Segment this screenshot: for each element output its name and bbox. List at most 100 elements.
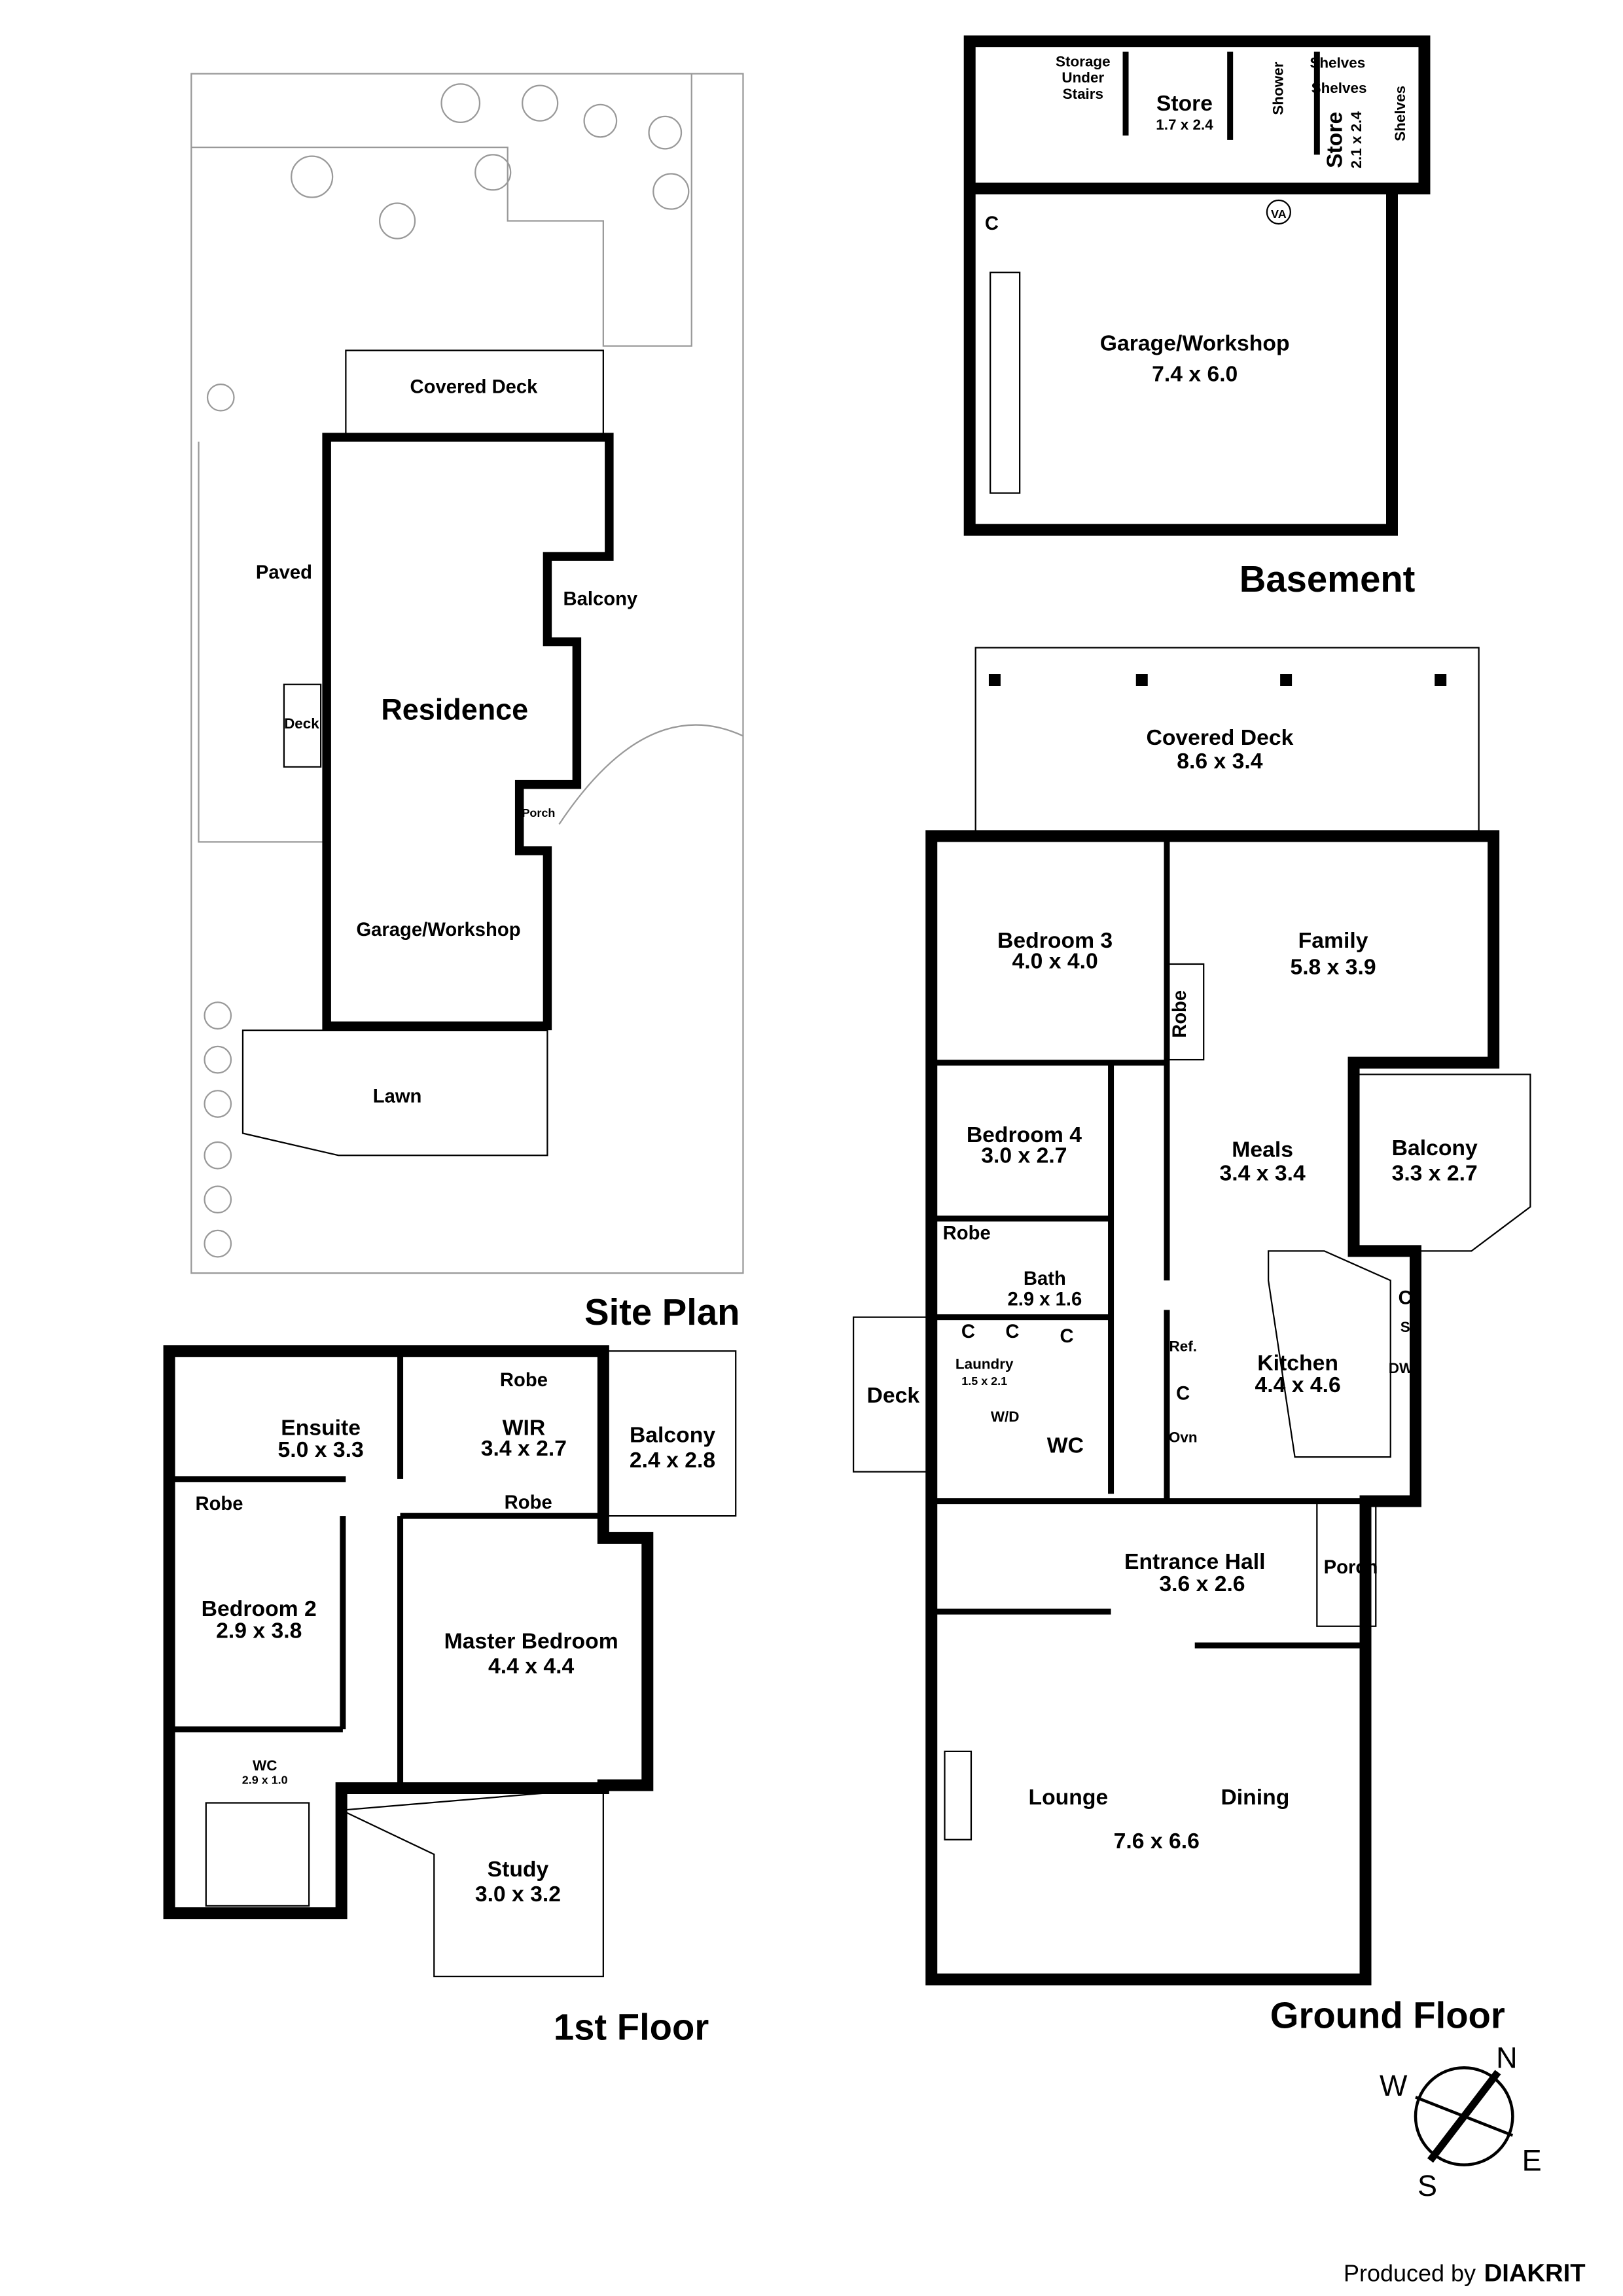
va-label: VA — [1271, 207, 1287, 221]
compass-e: E — [1522, 2144, 1542, 2178]
garage-name: Garage/Workshop — [1100, 331, 1290, 355]
dining-label: Dining — [1221, 1785, 1289, 1810]
deck-posts — [988, 674, 1447, 686]
basement-title: Basement — [1240, 558, 1416, 600]
site-garage-label: Garage/Workshop — [356, 920, 520, 941]
dishwasher-label: DW — [1389, 1360, 1414, 1376]
ensuite-name: Ensuite — [281, 1415, 361, 1440]
store1-name: Store — [1156, 91, 1213, 116]
site-plan-title: Site Plan — [584, 1291, 740, 1333]
terrace-lines — [191, 73, 692, 347]
shelves-label-1: Shelves — [1310, 55, 1365, 71]
lot-boundary — [190, 73, 744, 1274]
robe-outline — [1166, 963, 1205, 1061]
kitchen-cupboard: C — [1176, 1383, 1190, 1404]
wc-label: WC — [1047, 1433, 1084, 1458]
site-steps — [558, 724, 743, 825]
balcony-1f-name: Balcony — [630, 1423, 715, 1448]
site-deck — [283, 683, 322, 768]
storage-under-stairs-line3: Stairs — [1063, 86, 1103, 102]
bedroom4-size: 3.0 x 2.7 — [981, 1143, 1067, 1168]
wir-size: 3.4 x 2.7 — [481, 1436, 567, 1461]
compass-w: W — [1380, 2069, 1408, 2102]
shelves-label-3: Shelves — [1392, 86, 1408, 141]
store1-size: 1.7 x 2.4 — [1156, 117, 1213, 133]
bedroom2-name: Bedroom 2 — [202, 1596, 317, 1621]
lounge-dining-size: 7.6 x 6.6 — [1114, 1829, 1200, 1854]
site-porch-label: Porch — [522, 806, 555, 819]
balcony-size: 3.3 x 2.7 — [1392, 1160, 1478, 1185]
fireplace — [944, 1750, 972, 1840]
covered-deck-size: 8.6 x 3.4 — [1177, 749, 1262, 774]
deck-label: Deck — [866, 1383, 919, 1408]
wir-robe-label: Robe — [500, 1370, 548, 1391]
bed4-robe-label: Robe — [943, 1223, 991, 1244]
paved-edge — [198, 441, 327, 843]
family-size: 5.8 x 3.9 — [1290, 955, 1376, 980]
bedroom3-name: Bedroom 3 — [997, 928, 1113, 953]
storage-under-stairs-line1: Storage — [1056, 53, 1111, 69]
site-deck-label: Deck — [284, 715, 319, 732]
bath-name: Bath — [1024, 1268, 1066, 1289]
bath-size: 2.9 x 1.6 — [1008, 1289, 1082, 1310]
kitchen-bench — [1268, 1250, 1391, 1458]
robe-label: Robe — [1169, 990, 1190, 1038]
sink-label: S — [1400, 1319, 1410, 1335]
first-floor-title: 1st Floor — [554, 2007, 709, 2048]
wc-1f-name: WC — [253, 1757, 277, 1774]
garage-size: 7.4 x 6.0 — [1152, 362, 1238, 387]
kitchen-c-label: C — [1399, 1287, 1412, 1308]
lounge-label: Lounge — [1028, 1785, 1108, 1810]
site-lawn-label: Lawn — [373, 1086, 422, 1107]
credit-prefix: Produced by — [1344, 2259, 1476, 2286]
ground-floor-outline — [925, 830, 1500, 1986]
master-name: Master Bedroom — [444, 1628, 618, 1653]
cupboard-2: C — [1005, 1321, 1019, 1342]
basement-plan: Storage Under Stairs Store 1.7 x 2.4 Sho… — [963, 35, 1431, 600]
ground-floor-title: Ground Floor — [1270, 1995, 1505, 2036]
site-trees — [204, 83, 690, 1258]
kitchen-size: 4.4 x 4.6 — [1255, 1372, 1340, 1397]
site-residence-label: Residence — [381, 693, 528, 726]
va-marker — [1266, 199, 1291, 225]
porch-label: Porch — [1324, 1557, 1378, 1578]
balcony-outline-1f — [602, 1350, 737, 1517]
study-name: Study — [488, 1857, 549, 1882]
master-robe-label: Robe — [505, 1492, 552, 1513]
covered-deck-name: Covered Deck — [1146, 725, 1293, 750]
cupboard-1: C — [961, 1321, 975, 1342]
balcony-1f-size: 2.4 x 2.8 — [630, 1448, 715, 1473]
kitchen-name: Kitchen — [1257, 1351, 1338, 1376]
meals-size: 3.4 x 3.4 — [1220, 1160, 1306, 1185]
credit-brand-logo: DIAKRIT — [1484, 2259, 1586, 2287]
ensuite-size: 5.0 x 3.3 — [278, 1437, 364, 1462]
washer-dryer-label: W/D — [991, 1408, 1020, 1425]
wir-name: WIR — [503, 1415, 546, 1440]
residence-outline — [322, 433, 614, 1031]
storage-under-stairs-line2: Under — [1061, 69, 1104, 86]
first-floor-stairs — [205, 1802, 310, 1907]
site-paved-label: Paved — [256, 562, 312, 583]
laundry-name: Laundry — [955, 1355, 1014, 1372]
compass-cross — [1415, 2096, 1514, 2137]
site-covered-deck-label: Covered Deck — [410, 377, 539, 398]
ground-floor-plan: Covered Deck 8.6 x 3.4 Bedroom 3 4.0 x 4… — [852, 647, 1531, 2036]
entrance-hall-size: 3.6 x 2.6 — [1159, 1571, 1245, 1596]
balcony-outline — [1353, 1073, 1531, 1252]
meals-name: Meals — [1232, 1137, 1293, 1162]
compass-s: S — [1418, 2169, 1437, 2202]
cupboard-3: C — [1060, 1326, 1074, 1347]
bed2-robe-label: Robe — [195, 1494, 243, 1515]
entrance-hall-name: Entrance Hall — [1124, 1549, 1266, 1574]
bedroom2-size: 2.9 x 3.8 — [216, 1619, 302, 1643]
family-name: Family — [1298, 928, 1368, 953]
laundry-size: 1.5 x 2.1 — [961, 1374, 1007, 1388]
compass-circle — [1414, 2066, 1514, 2166]
master-size: 4.4 x 4.4 — [488, 1654, 574, 1679]
oven-label: Ovn — [1169, 1429, 1198, 1446]
basement-cupboard-label: C — [985, 213, 999, 234]
wc-1f-size: 2.9 x 1.0 — [242, 1773, 288, 1786]
study-outline — [338, 1787, 604, 1977]
deck-outline — [852, 1316, 933, 1473]
